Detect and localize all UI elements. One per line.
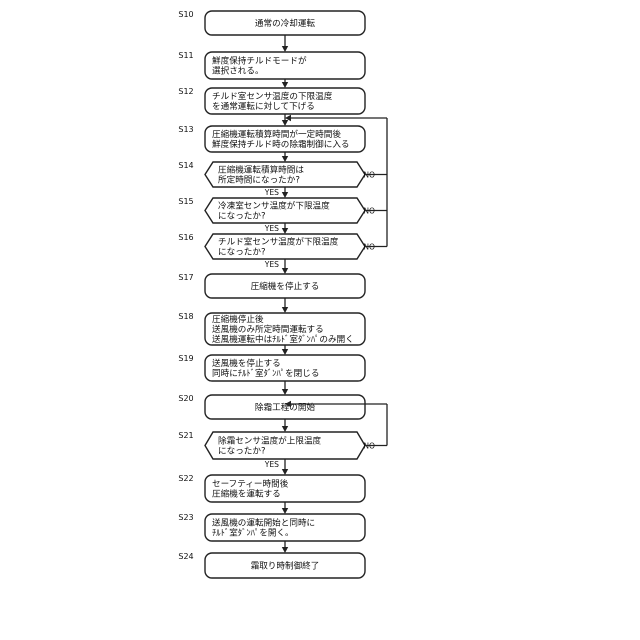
step-text-s19: 送風機を停止する bbox=[212, 357, 281, 369]
step-label-s16: S16 bbox=[178, 233, 193, 242]
step-text-s12: を通常運転に対して下げる bbox=[212, 100, 315, 112]
step-label-s14: S14 bbox=[178, 161, 193, 170]
step-s19: S19 送風機を停止する同時にﾁﾙﾄﾞ室ﾀﾞﾝﾊﾟを閉じる bbox=[178, 354, 365, 381]
step-s14: S14圧縮機運転積算時間は所定時間になったか?YESNO bbox=[178, 161, 375, 197]
step-text-s11: 鮮度保持チルドモードが bbox=[212, 54, 307, 66]
step-label-s23: S23 bbox=[178, 513, 193, 522]
step-s20: S20 除霜工程の開始 bbox=[178, 394, 365, 419]
step-text-s19: 同時にﾁﾙﾄﾞ室ﾀﾞﾝﾊﾟを閉じる bbox=[212, 367, 319, 379]
step-text-s15: になったか? bbox=[218, 211, 266, 222]
step-s18: S18 圧縮機停止後送風機のみ所定時間運転する送風機運転中はﾁﾙﾄﾞ室ﾀﾞﾝﾊﾟの… bbox=[178, 312, 365, 345]
connector-s11-head bbox=[282, 82, 288, 88]
step-label-s24: S24 bbox=[178, 552, 193, 561]
step-s16: S16チルド室センサ温度が下限温度になったか?YESNO bbox=[178, 233, 375, 269]
step-text-s23: ﾁﾙﾄﾞ室ﾀﾞﾝﾊﾟを開く。 bbox=[212, 527, 294, 539]
step-label-s19: S19 bbox=[178, 354, 193, 363]
step-label-s22: S22 bbox=[178, 474, 193, 483]
step-text-s21: 除霜センサ温度が上限温度 bbox=[218, 434, 322, 446]
step-label-s21: S21 bbox=[178, 431, 193, 440]
step-text-s22: セーフティー時間後 bbox=[212, 477, 289, 489]
connector-s19-head bbox=[282, 389, 288, 395]
connector-s14-head bbox=[282, 192, 288, 198]
step-text-s12: チルド室センサ温度の下限温度 bbox=[212, 90, 333, 102]
step-text-s24: 霜取り時制御終了 bbox=[251, 560, 320, 572]
connector-s10-head bbox=[282, 46, 288, 52]
connector-s12-head bbox=[282, 120, 288, 126]
step-s17: S17 圧縮機を停止する bbox=[178, 273, 365, 298]
step-text-s21: になったか? bbox=[218, 446, 266, 457]
step-label-s15: S15 bbox=[178, 197, 193, 206]
step-text-s18: 圧縮機停止後 bbox=[212, 313, 264, 325]
step-text-s22: 圧縮機を運転する bbox=[212, 488, 281, 500]
step-label-s10: S10 bbox=[178, 10, 193, 19]
step-text-s18: 送風機のみ所定時間運転する bbox=[212, 323, 324, 335]
step-text-s14: 所定時間になったか? bbox=[218, 174, 300, 186]
yes-label-s16: YES bbox=[264, 260, 279, 269]
step-text-s15: 冷凍室センサ温度が下限温度 bbox=[218, 199, 330, 211]
step-text-s13: 鮮度保持チルド時の除霜制御に入る bbox=[212, 138, 350, 150]
yes-label-s21: YES bbox=[264, 460, 279, 469]
step-label-s17: S17 bbox=[178, 273, 193, 282]
step-label-s12: S12 bbox=[178, 87, 193, 96]
connector-s17-head bbox=[282, 307, 288, 313]
step-label-s13: S13 bbox=[178, 125, 193, 134]
step-text-s20: 除霜工程の開始 bbox=[255, 401, 316, 413]
step-s13: S13 圧縮機運転積算時間が一定時間後鮮度保持チルド時の除霜制御に入る bbox=[178, 125, 365, 152]
connector-s23-head bbox=[282, 547, 288, 553]
step-s22: S22 セーフティー時間後圧縮機を運転する bbox=[178, 474, 365, 502]
connector-s18-head bbox=[282, 349, 288, 355]
step-s11: S11 鮮度保持チルドモードが選択される。 bbox=[178, 51, 365, 79]
step-text-s18: 送風機運転中はﾁﾙﾄﾞ室ﾀﾞﾝﾊﾟのみ開く bbox=[212, 333, 354, 345]
step-label-s18: S18 bbox=[178, 312, 193, 321]
connector-s20-head bbox=[282, 426, 288, 432]
step-text-s17: 圧縮機を停止する bbox=[251, 280, 320, 292]
connector-s22-head bbox=[282, 508, 288, 514]
connector-s13-head bbox=[282, 156, 288, 162]
step-s23: S23 送風機の運転開始と同時にﾁﾙﾄﾞ室ﾀﾞﾝﾊﾟを開く。 bbox=[178, 513, 365, 541]
connector-s21-head bbox=[282, 469, 288, 475]
step-text-s16: チルド室センサ温度が下限温度 bbox=[218, 235, 339, 247]
step-s10: S10 通常の冷却運転 bbox=[178, 10, 365, 35]
step-text-s11: 選択される。 bbox=[212, 65, 264, 77]
step-text-s10: 通常の冷却運転 bbox=[255, 17, 316, 29]
step-text-s13: 圧縮機運転積算時間が一定時間後 bbox=[212, 128, 341, 140]
step-s21: S21除霜センサ温度が上限温度になったか?YESNO bbox=[178, 431, 375, 469]
step-s24: S24 霜取り時制御終了 bbox=[178, 552, 365, 578]
step-s12: S12 チルド室センサ温度の下限温度を通常運転に対して下げる bbox=[178, 87, 365, 114]
yes-label-s14: YES bbox=[264, 188, 279, 197]
yes-label-s15: YES bbox=[264, 224, 279, 233]
connector-s15-head bbox=[282, 228, 288, 234]
step-text-s16: になったか? bbox=[218, 247, 266, 258]
step-label-s20: S20 bbox=[178, 394, 193, 403]
step-s15: S15冷凍室センサ温度が下限温度になったか?YESNO bbox=[178, 197, 375, 233]
step-text-s23: 送風機の運転開始と同時に bbox=[212, 516, 315, 528]
step-text-s14: 圧縮機運転積算時間は bbox=[218, 163, 304, 175]
connector-s16-head bbox=[282, 268, 288, 274]
step-label-s11: S11 bbox=[178, 51, 193, 60]
